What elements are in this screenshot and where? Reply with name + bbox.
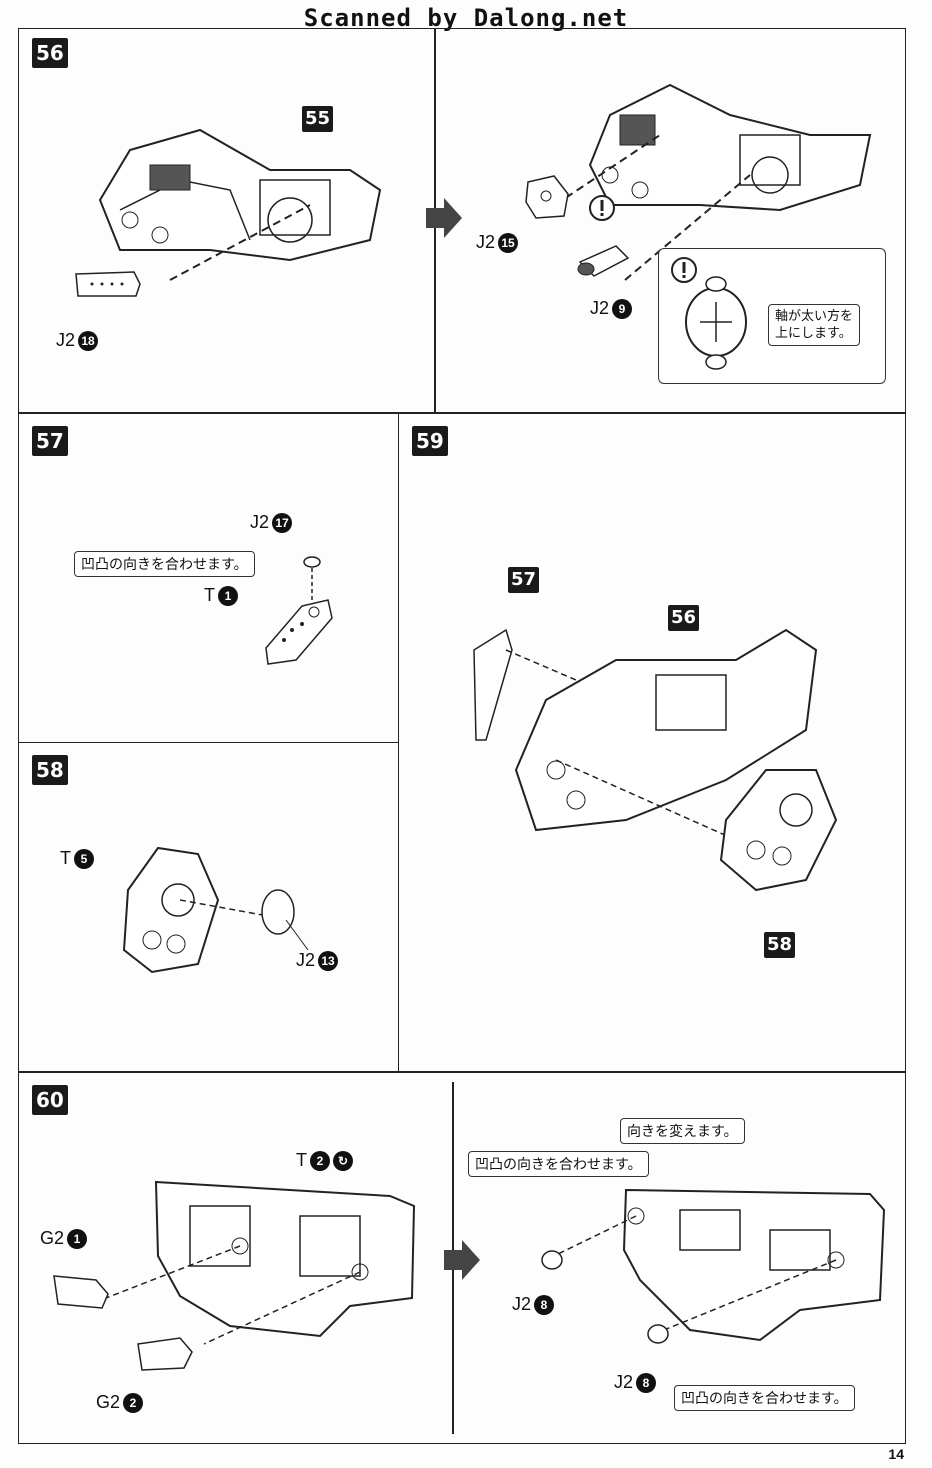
rotate-marker-icon: ↻ bbox=[333, 1150, 353, 1171]
part-label-g2-2: G2 2 bbox=[96, 1392, 144, 1413]
note-line-1: 軸が太い方を bbox=[775, 309, 854, 324]
step-59-drawing bbox=[473, 628, 838, 892]
sprue-letter: T bbox=[296, 1150, 307, 1170]
step-56-panel bbox=[18, 28, 906, 413]
part-label-j2-8-a: J2 8 bbox=[512, 1294, 555, 1315]
step-arrow-icon bbox=[426, 198, 462, 238]
step-56-sub-label: 55 bbox=[302, 106, 334, 132]
sprue-letter: T bbox=[204, 585, 215, 605]
part-number: 2 bbox=[310, 1150, 330, 1171]
sprue-letter: J2 bbox=[614, 1372, 634, 1392]
step-56-number: 56 bbox=[32, 38, 68, 68]
part-j2-15-drawing bbox=[525, 175, 569, 219]
step-59-sub-label-58: 58 bbox=[764, 932, 796, 958]
part-number: 13 bbox=[318, 950, 339, 971]
part-j2-18-drawing bbox=[75, 271, 141, 297]
part-g2-2-drawing bbox=[137, 1337, 193, 1371]
part-label-j2-17: J2 17 bbox=[250, 512, 293, 533]
part-label-t-5: T 5 bbox=[60, 848, 94, 869]
part-number: 8 bbox=[534, 1294, 555, 1315]
step-60-callout-align-top: 凹凸の向きを合わせます。 bbox=[468, 1151, 649, 1177]
sprue-letter: J2 bbox=[590, 298, 610, 318]
sprue-letter: G2 bbox=[96, 1392, 121, 1412]
sprue-letter: J2 bbox=[250, 512, 270, 532]
part-number: 18 bbox=[78, 330, 99, 351]
part-label-t-1: T 1 bbox=[204, 585, 238, 606]
part-number: 2 bbox=[123, 1392, 144, 1413]
part-number: 1 bbox=[218, 585, 238, 606]
part-label-j2-13: J2 13 bbox=[296, 950, 339, 971]
sprue-letter: J2 bbox=[56, 330, 76, 350]
step-58-number: 58 bbox=[32, 755, 68, 785]
step-59-number: 59 bbox=[412, 426, 448, 456]
shaft-note: 軸が太い方を 上にします。 bbox=[768, 304, 861, 346]
part-label-t-2: T 2 ↻ bbox=[296, 1150, 353, 1171]
part-label-j2-15: J2 15 bbox=[476, 232, 519, 253]
sprue-letter: J2 bbox=[296, 950, 316, 970]
step-57-callout: 凹凸の向きを合わせます。 bbox=[74, 551, 255, 577]
part-number: 1 bbox=[67, 1228, 88, 1249]
step-59-sub-label-57: 57 bbox=[508, 567, 540, 593]
step-57-number: 57 bbox=[32, 426, 68, 456]
step-60-number: 60 bbox=[32, 1085, 68, 1115]
part-number: 15 bbox=[498, 232, 519, 253]
part-label-j2-8-b: J2 8 bbox=[614, 1372, 657, 1393]
step-57-drawing bbox=[265, 556, 333, 665]
part-j2-9-drawing bbox=[577, 245, 630, 277]
step-60-panel bbox=[18, 1072, 906, 1444]
sprue-letter: J2 bbox=[512, 1294, 532, 1314]
part-label-j2-18: J2 18 bbox=[56, 330, 99, 351]
sprue-letter: J2 bbox=[476, 232, 496, 252]
watermark: Scanned by Dalong.net bbox=[303, 4, 629, 32]
note-line-2: 上にします。 bbox=[775, 326, 852, 341]
part-label-g2-1: G2 1 bbox=[40, 1228, 88, 1249]
step-arrow-icon bbox=[444, 1240, 480, 1280]
part-g2-1-drawing bbox=[53, 1275, 109, 1309]
attention-icon bbox=[589, 195, 615, 221]
step-59-panel bbox=[398, 413, 906, 1072]
step-60-callout-align-bottom: 凹凸の向きを合わせます。 bbox=[674, 1385, 855, 1411]
step-58-drawing bbox=[122, 846, 309, 974]
part-number: 9 bbox=[612, 298, 633, 319]
page-number: 14 bbox=[888, 1446, 904, 1462]
part-number: 8 bbox=[636, 1372, 657, 1393]
step-56-body-drawing bbox=[98, 128, 382, 281]
attention-icon bbox=[671, 257, 697, 283]
part-number: 17 bbox=[272, 512, 293, 533]
step-60-left-drawing bbox=[105, 1180, 416, 1345]
sprue-letter: G2 bbox=[40, 1228, 65, 1248]
part-label-j2-9: J2 9 bbox=[590, 298, 633, 319]
step-60-callout-rotate: 向きを変えます。 bbox=[620, 1118, 745, 1144]
step-59-sub-label-56: 56 bbox=[668, 605, 700, 631]
part-number: 5 bbox=[74, 848, 94, 869]
step-56-result-drawing bbox=[554, 83, 872, 281]
sprue-letter: T bbox=[60, 848, 71, 868]
step-60-right-drawing bbox=[541, 1188, 886, 1344]
shaft-detail-drawing bbox=[685, 276, 747, 370]
